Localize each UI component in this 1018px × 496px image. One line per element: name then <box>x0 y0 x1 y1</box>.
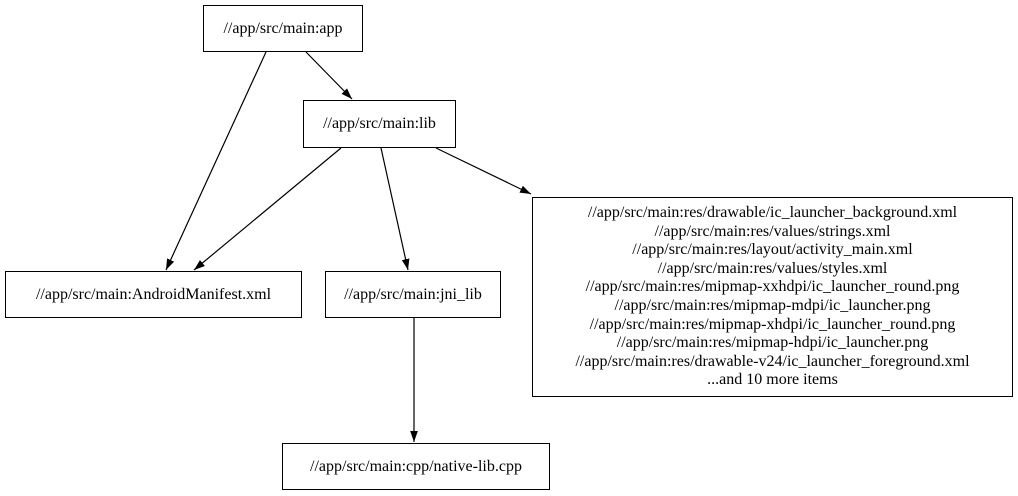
edge-app-to-lib <box>305 51 353 100</box>
edge-lib-to-res-group <box>435 147 532 195</box>
res-item: //app/src/main:res/values/strings.xml <box>654 222 891 240</box>
node-lib: //app/src/main:lib <box>303 100 456 148</box>
edge-app-to-manifest <box>165 51 267 271</box>
node-native-lib: //app/src/main:cpp/native-lib.cpp <box>282 443 550 490</box>
res-item: //app/src/main:res/layout/activity_main.… <box>632 241 913 259</box>
res-item: //app/src/main:res/mipmap-xhdpi/ic_launc… <box>589 315 956 333</box>
res-more-items: ...and 10 more items <box>707 371 838 389</box>
node-app: //app/src/main:app <box>203 5 363 52</box>
res-item: //app/src/main:res/drawable/ic_launcher_… <box>587 204 958 222</box>
node-res-group: //app/src/main:res/drawable/ic_launcher_… <box>532 197 1013 397</box>
res-item: //app/src/main:res/values/styles.xml <box>657 259 888 277</box>
node-android-manifest-label: //app/src/main:AndroidManifest.xml <box>35 285 272 303</box>
node-android-manifest: //app/src/main:AndroidManifest.xml <box>5 271 302 318</box>
node-native-lib-label: //app/src/main:cpp/native-lib.cpp <box>310 457 522 475</box>
node-app-label: //app/src/main:app <box>223 19 343 37</box>
node-jni-lib-label: //app/src/main:jni_lib <box>344 285 482 303</box>
res-item: //app/src/main:res/drawable-v24/ic_launc… <box>575 352 970 370</box>
res-item: //app/src/main:res/mipmap-mdpi/ic_launch… <box>614 297 931 314</box>
res-item: //app/src/main:res/mipmap-hdpi/ic_launch… <box>616 334 929 352</box>
edge-lib-to-jni-lib <box>380 147 410 271</box>
node-jni-lib: //app/src/main:jni_lib <box>325 271 501 318</box>
res-item: //app/src/main:res/mipmap-xxhdpi/ic_laun… <box>585 278 960 296</box>
node-lib-label: //app/src/main:lib <box>323 115 436 132</box>
edge-lib-to-manifest <box>193 147 342 271</box>
